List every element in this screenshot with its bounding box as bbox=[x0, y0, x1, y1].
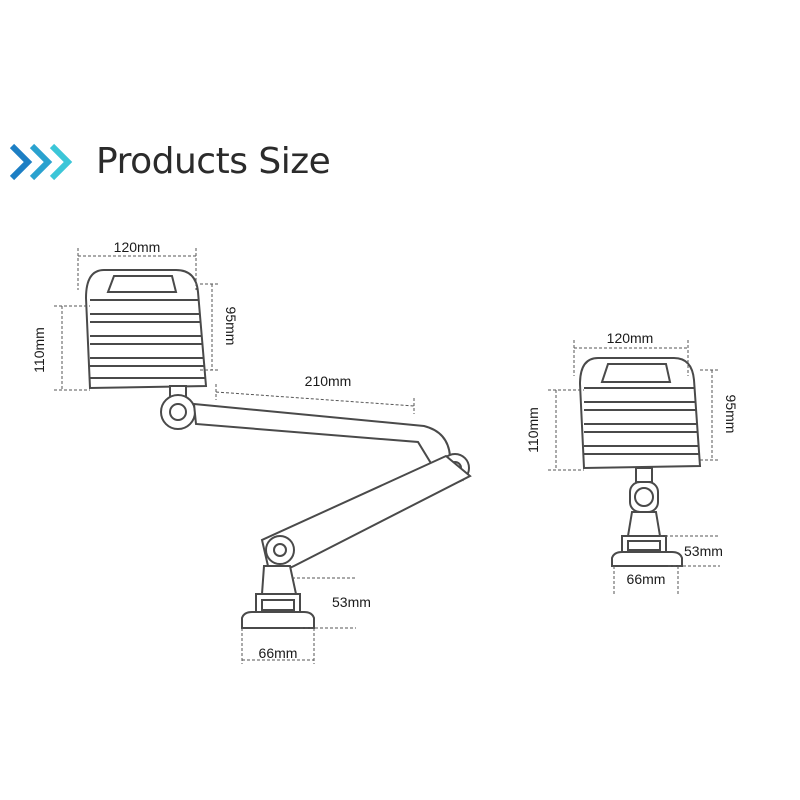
section-header bbox=[10, 140, 80, 184]
arm-lamp-neck bbox=[160, 385, 196, 430]
double-chevron-icon bbox=[10, 143, 73, 181]
arm-length-label: 210mm bbox=[305, 373, 352, 389]
arm-lamp-base-width: 66mm bbox=[259, 645, 298, 661]
short-lamp-front-height: 95mm bbox=[723, 395, 739, 434]
short-lamp-head bbox=[578, 357, 702, 470]
arm-lamp-head bbox=[84, 269, 208, 390]
arm-lamp-head-width: 120mm bbox=[114, 239, 161, 255]
arm-lamp-head-height: 110mm bbox=[31, 327, 47, 373]
short-lamp-stand bbox=[611, 467, 683, 567]
page-title: Products Size bbox=[96, 141, 331, 182]
short-lamp-base-width: 66mm bbox=[627, 571, 666, 587]
arm-lamp-base-height: 53mm bbox=[332, 594, 371, 610]
arm-lamp-front-height: 95mm bbox=[223, 307, 239, 346]
short-lamp-head-height: 110mm bbox=[525, 407, 541, 453]
lower-arm bbox=[260, 454, 472, 571]
short-lamp-head-width: 120mm bbox=[607, 330, 654, 346]
arm-lamp-base bbox=[241, 565, 315, 629]
short-lamp-base-height: 53mm bbox=[684, 543, 723, 559]
